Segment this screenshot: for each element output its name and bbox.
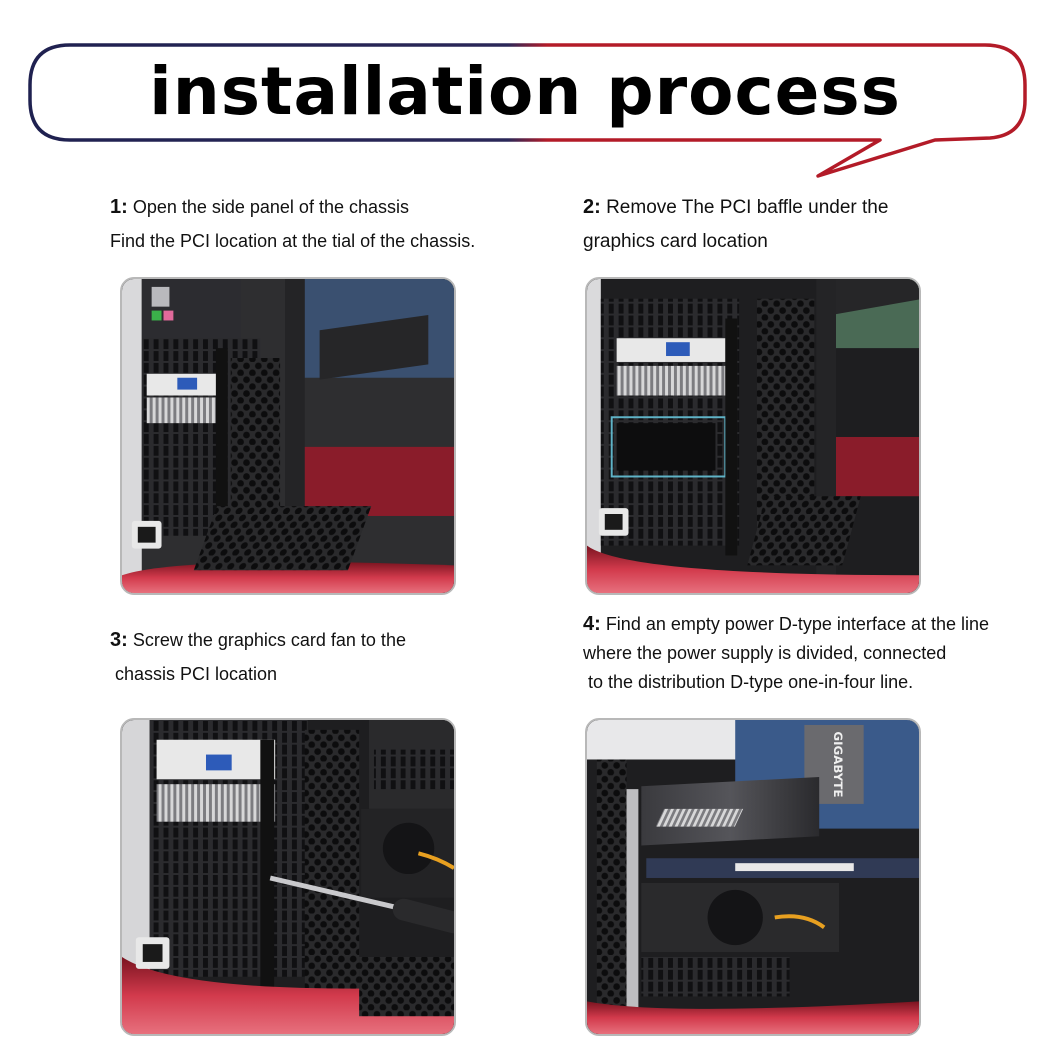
- step-2-text: 2: Remove The PCI baffle under the graph…: [583, 190, 888, 259]
- step-2-photo: [585, 277, 921, 595]
- step-line: to the distribution D-type one-in-four l…: [583, 672, 914, 692]
- page-title: installation process: [149, 53, 901, 130]
- motherboard-brand: GIGABYTE: [831, 731, 845, 797]
- step-3-text: 3: Screw the graphics card fan to the ch…: [110, 623, 406, 691]
- step-number: 4:: [583, 613, 601, 635]
- step-1-photo: [120, 277, 456, 595]
- step-line: where the power supply is divided, conne…: [583, 643, 947, 663]
- step-3-photo: [120, 718, 456, 1036]
- banner-bubble: [28, 43, 1027, 178]
- step-number: 3:: [110, 629, 128, 651]
- step-line: Remove The PCI baffle under the: [606, 197, 889, 218]
- step-4-photo: GIGABYTE: [585, 718, 921, 1036]
- step-4-text: 4: Find an empty power D-type interface …: [583, 610, 989, 697]
- step-line: Screw the graphics card fan to the: [132, 630, 406, 650]
- step-line: Find an empty power D-type interface at …: [605, 614, 990, 634]
- step-1-text: 1: Open the side panel of the chassis Fi…: [110, 190, 475, 258]
- step-number: 1:: [110, 196, 128, 218]
- step-line: graphics card location: [583, 231, 768, 252]
- step-line: chassis PCI location: [110, 664, 278, 684]
- step-line: Open the side panel of the chassis: [132, 197, 409, 217]
- step-line: Find the PCI location at the tial of the…: [110, 231, 476, 251]
- step-number: 2:: [583, 196, 601, 218]
